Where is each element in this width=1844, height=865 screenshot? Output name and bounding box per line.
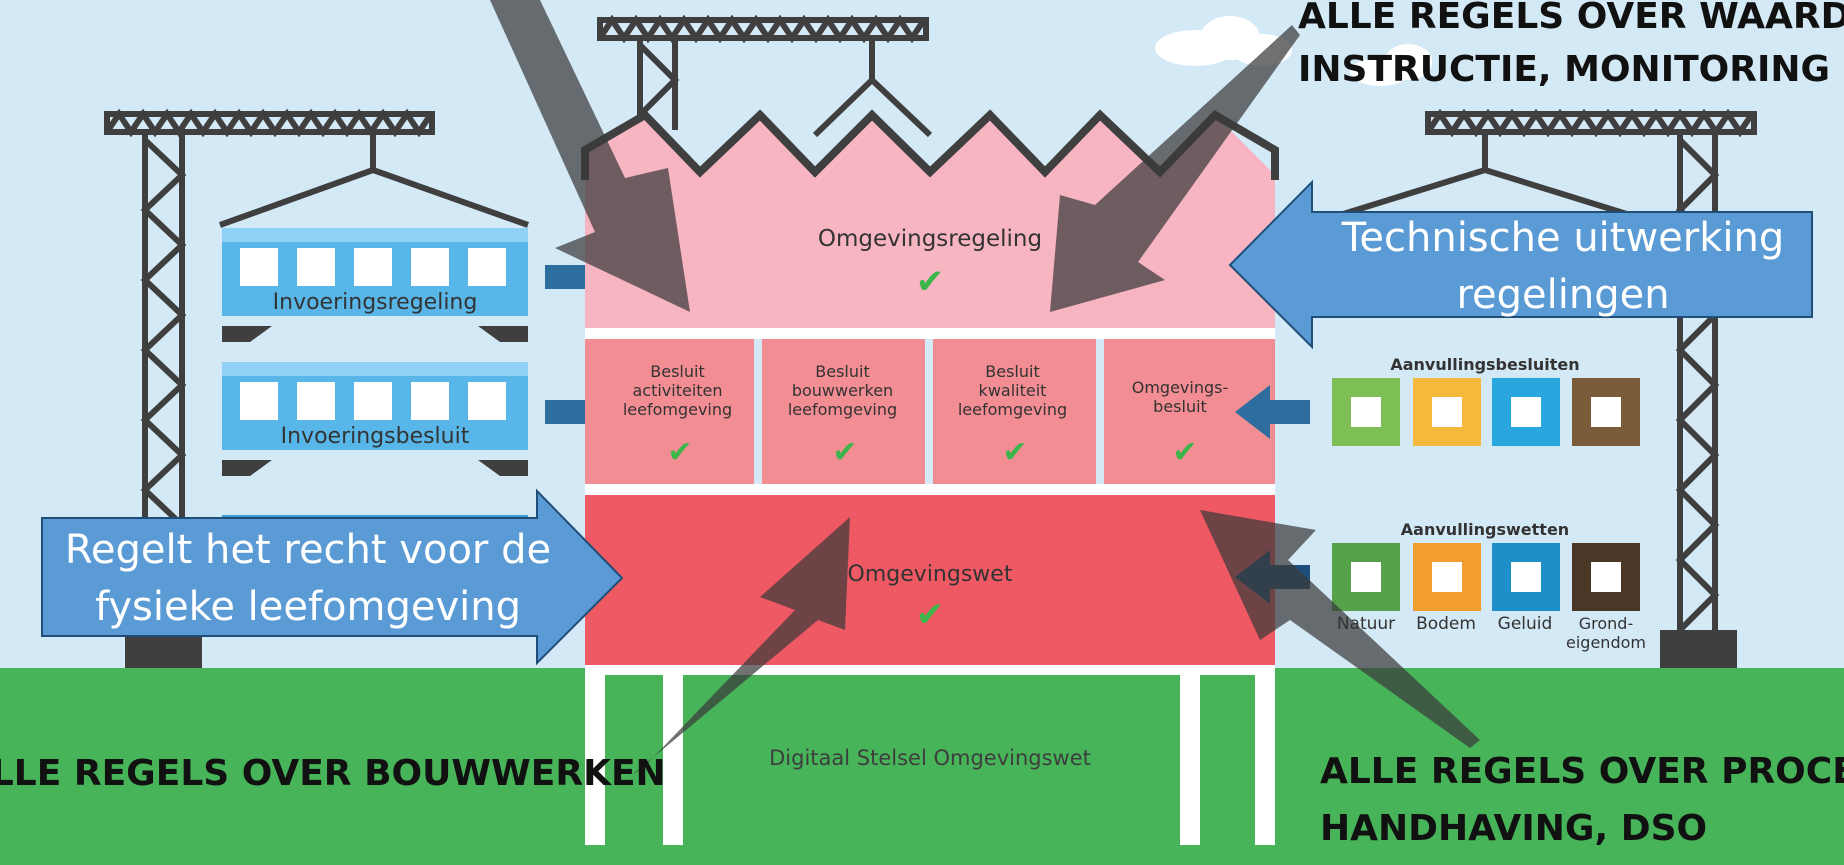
check-icon: ✔	[667, 435, 693, 470]
center-crane	[597, 14, 933, 138]
aanvullingswetten-blocks	[1332, 543, 1640, 611]
floor-separator-2	[585, 484, 1275, 495]
arrow-from-aanvullingsbesluiten	[1235, 385, 1310, 439]
right-crane-base	[1660, 630, 1737, 668]
invoeringsregeling-label: Invoeringsregeling	[272, 290, 478, 315]
aanvullingswetten-title: Aanvullingswetten	[1400, 520, 1570, 539]
bottom-right-caption-line1: ALLE REGELS OVER PROCEDURES,	[1320, 751, 1844, 792]
top-right-caption-line2: INSTRUCTIE, MONITORING	[1298, 49, 1831, 90]
regelt-het-recht-text: Regelt het recht voor de fysieke leefomg…	[64, 527, 552, 630]
aanvullingsbesluiten-title: Aanvullingsbesluiten	[1390, 355, 1580, 374]
dso-label: Digitaal Stelsel Omgevingswet	[769, 746, 1091, 770]
check-icon: ✔	[915, 595, 945, 635]
besluit-activiteiten-label: Besluit activiteiten leefomgeving	[622, 362, 733, 420]
omgevingsbesluit-label: Omgevings-besluit	[1131, 378, 1229, 417]
blue-arrow-left	[41, 488, 624, 666]
invoeringsregeling-cabin	[222, 228, 528, 342]
middle-floor	[585, 339, 1275, 484]
check-icon: ✔	[1172, 435, 1198, 470]
floor-separator-3	[585, 665, 1275, 675]
bottom-left-caption: ALLE REGELS OVER BOUWWERKEN	[0, 753, 666, 794]
omgevingswet-label: Omgevingswet	[847, 562, 1013, 587]
bodem-label: Bodem	[1416, 614, 1476, 634]
check-icon: ✔	[1002, 435, 1028, 470]
check-icon: ✔	[915, 262, 945, 302]
ground-floor	[585, 495, 1275, 665]
bottom-right-caption-line2: HANDHAVING, DSO	[1320, 808, 1708, 849]
omgevingsregeling-label: Omgevingsregeling	[817, 226, 1043, 252]
check-icon: ✔	[832, 435, 858, 470]
dark-arrows	[490, 0, 1480, 775]
blue-arrow-right	[1228, 179, 1813, 350]
besluit-bouwwerken-label: Besluit bouwwerken leefomgeving	[787, 362, 898, 420]
invoeringsbesluit-label: Invoeringsbesluit	[280, 424, 470, 449]
geluid-label: Geluid	[1497, 614, 1553, 634]
top-right-caption-line1: ALLE REGELS OVER WAARDEN,	[1298, 0, 1844, 37]
besluit-kwaliteit-label: Besluit kwaliteit leefomgeving	[957, 362, 1068, 420]
natuur-label: Natuur	[1336, 614, 1396, 634]
aanvullingsbesluiten-blocks	[1332, 378, 1640, 446]
floor-separator-1	[585, 328, 1275, 339]
grondeigendom-label: Grond-eigendom	[1566, 614, 1646, 653]
technische-uitwerking-text: Technische uitwerking regelingen	[1341, 215, 1785, 318]
cloud-icon	[1155, 16, 1432, 86]
invoeringsbesluit-cabin	[222, 362, 528, 476]
ground	[0, 668, 1844, 865]
stilts	[585, 675, 1275, 845]
